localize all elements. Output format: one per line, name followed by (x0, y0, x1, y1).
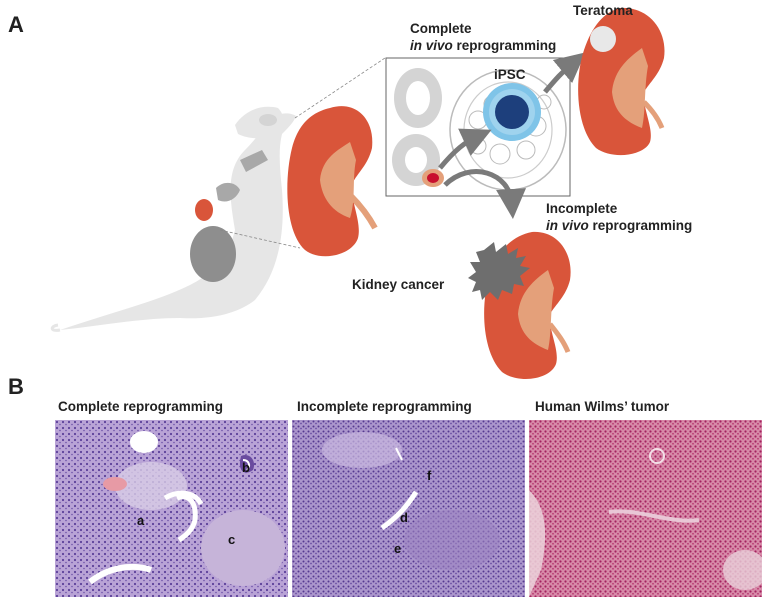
micrograph-complete (55, 420, 288, 597)
arrow-to-teratoma (543, 52, 586, 94)
tissue-letter-e: e (394, 541, 402, 556)
label-incomplete-italic: in vivo (546, 218, 589, 233)
kidney-teratoma (578, 7, 665, 156)
label-complete-reprogramming: Complete in vivo reprogramming (410, 20, 556, 54)
panel-letter-a: A (8, 12, 24, 37)
tissue-letter-c: c (228, 532, 236, 547)
micrograph-incomplete (292, 420, 525, 597)
label-incomplete-rest: reprogramming (588, 218, 693, 233)
tissue-letter-b: b (242, 460, 250, 475)
label-teratoma: Teratoma (573, 3, 633, 18)
kidney-center (287, 106, 378, 257)
mouse-illustration (50, 106, 296, 332)
label-incomplete-reprogramming: Incomplete in vivo reprogramming (546, 200, 692, 234)
tissue-letter-a: a (137, 513, 145, 528)
label-complete-line1: Complete (410, 21, 472, 36)
arrow-to-ipsc (438, 128, 492, 170)
panel-a-illustration (50, 7, 665, 379)
label-complete-italic: in vivo (410, 38, 453, 53)
label-kidney-cancer: Kidney cancer (352, 277, 445, 292)
label-incomplete-line1: Incomplete (546, 201, 618, 216)
header-complete: Complete reprogramming (58, 399, 224, 414)
label-ipsc: iPSC (494, 67, 526, 82)
micrograph-wilms (529, 420, 762, 597)
panel-letter-b: B (8, 374, 24, 399)
header-incomplete: Incomplete reprogramming (297, 399, 472, 414)
header-wilms: Human Wilms’ tumor (535, 399, 670, 414)
ipsc-cell (483, 83, 541, 141)
tissue-letter-d: d (400, 510, 408, 525)
tissue-letter-f: f (427, 468, 432, 483)
label-complete-rest: reprogramming (452, 38, 557, 53)
arrow-to-cancer (443, 169, 527, 219)
kidney-cancer (468, 231, 571, 379)
